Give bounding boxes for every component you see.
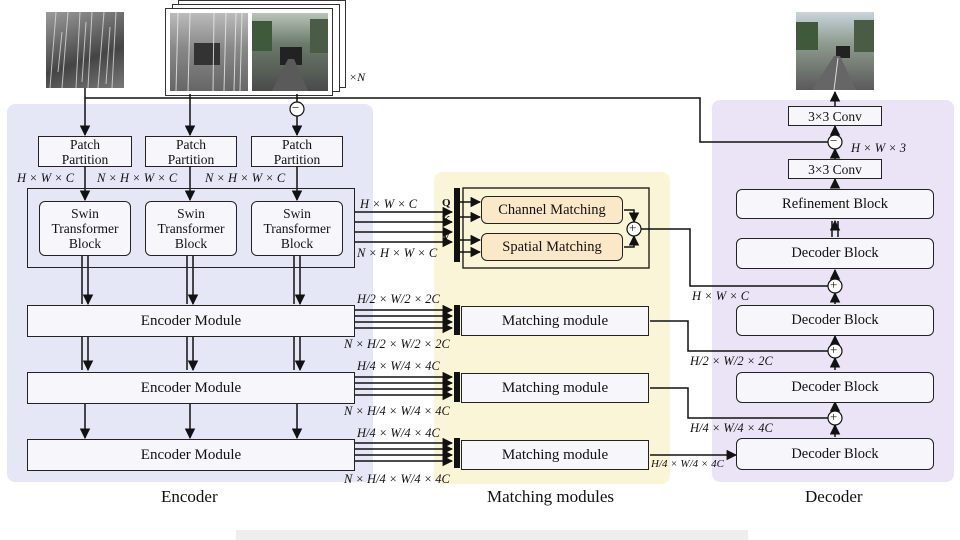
q-label: Q [442,197,451,209]
dim-label-hwc-enc: H × W × C [17,171,75,185]
dim-label-hw3: H × W × 3 [851,141,907,155]
decoder-block-3: Decoder Block [736,372,934,403]
plus-operator-decoder-2: + [830,342,838,357]
dim-label-nhwc-enc-1: N × H × W × C [97,171,178,185]
swin-block-3: Swin Transformer Block [251,201,343,256]
dim-label-h4-dec: H/4 × W/4 × 4C [690,421,773,435]
decoder-caption: Decoder [805,487,863,506]
conv3x3-top: 3×3 Conv [788,106,882,126]
output-image [796,12,874,90]
plus-operator-decoder-3: + [830,409,838,424]
plus-operator-matcher: + [629,220,637,235]
encoder-module-2: Encoder Module [27,372,355,404]
patch-partition-2: Patch Partition [145,136,237,167]
matching-caption: Matching modules [487,487,615,506]
dim-label-h2: H/2 × W/2 × 2C [357,292,440,306]
swin-container [27,188,355,268]
decoder-block-1: Decoder Block [736,238,934,269]
patch-partition-3: Patch Partition [251,136,343,167]
swin-block-1: Swin Transformer Block [39,201,131,256]
dim-label-nh4-2: N × H/4 × W/4 × 4C [344,472,450,486]
dim-label-nh4-1: N × H/4 × W/4 × 4C [344,404,450,418]
dim-label-h2-dec: H/2 × W/2 × 2C [690,354,773,368]
dim-label-h4-dec-2: H/4 × W/4 × 4C [651,458,724,470]
matching-module-2: Matching module [461,373,649,403]
minus-operator-output: − [830,133,838,148]
dim-label-hwc-dec: H × W × C [692,289,750,303]
channel-matching-box: Channel Matching [481,196,623,224]
dim-label-h4-2: H/4 × W/4 × 4C [357,426,440,440]
decoder-block-4: Decoder Block [736,438,934,470]
swin-block-2: Swin Transformer Block [145,201,237,256]
encoder-caption: Encoder [161,487,218,506]
minus-operator-input: − [292,100,300,115]
dim-label-h4-1: H/4 × W/4 × 4C [357,359,440,373]
v-label: V [442,231,450,243]
conv3x3-bottom: 3×3 Conv [788,159,882,179]
dim-label-nh2: N × H/2 × W/2 × 2C [344,337,450,351]
reference-image-pair [165,8,333,96]
encoder-module-1: Encoder Module [27,305,355,337]
k-label: K [442,214,451,226]
clean-frame [252,13,328,91]
matching-module-3: Matching module [461,440,649,470]
dim-label-hwc-swin: H × W × C [360,197,418,211]
spatial-matching-box: Spatial Matching [481,233,623,261]
legend-strip [236,530,748,540]
dim-label-nhwc-swin: N × H × W × C [357,246,438,260]
rain-streak-image [46,12,124,88]
rainy-frame [170,12,248,92]
dim-label-nhwc-enc-2: N × H × W × C [205,171,286,185]
decoder-block-2: Decoder Block [736,305,934,336]
matching-module-1: Matching module [461,306,649,336]
patch-partition-1: Patch Partition [38,136,132,167]
plus-operator-decoder-1: + [830,277,838,292]
refinement-block: Refinement Block [736,189,934,219]
encoder-module-3: Encoder Module [27,439,355,471]
times-n-label: ×N [349,70,366,84]
